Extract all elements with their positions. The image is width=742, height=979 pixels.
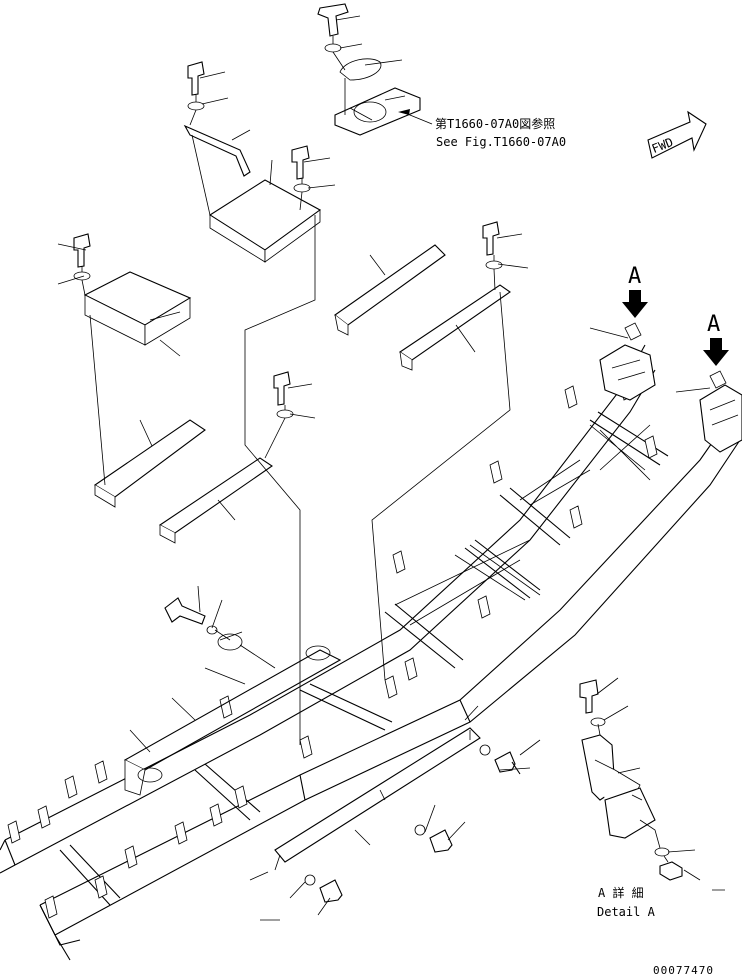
rail-cover-plate-lower [274, 727, 481, 863]
washer-c [73, 271, 91, 281]
view-marker-a-left: A [622, 264, 648, 318]
forward-arrow: FWD [647, 110, 707, 159]
rail-end-housing-left [599, 344, 656, 401]
reference-text-jp: 第T1660-07A0図参照 [435, 116, 555, 131]
rear-rail [4, 344, 656, 866]
detail-washer-bottom [654, 847, 670, 857]
view-marker-a-right: A [703, 312, 729, 366]
detail-nut [659, 861, 683, 881]
stay-upper-right-a [334, 244, 446, 326]
assembly-lines [81, 36, 511, 745]
washer-a [187, 101, 205, 111]
bracket-a [183, 124, 251, 177]
grommet [217, 633, 243, 651]
rail-brackets [7, 377, 658, 919]
stay-upper-right-b [399, 284, 511, 361]
washer-e [485, 260, 503, 270]
wing-bolt-mid [164, 597, 206, 625]
bolt-b [291, 145, 310, 180]
bolt-f [494, 751, 521, 775]
washer-g [414, 824, 426, 836]
detail-bolt [579, 679, 599, 714]
reference-text-en: See Fig.T1660-07A0 [436, 135, 566, 149]
bolt-h [319, 879, 343, 903]
svg-text:A: A [707, 312, 720, 337]
washer-b [293, 183, 311, 193]
detail-label-en: Detail A [597, 905, 656, 919]
detail-label-jp: A 詳 細 [598, 885, 644, 900]
bolt-a [187, 61, 205, 96]
bolt-g [429, 829, 453, 853]
bolt-e [482, 221, 500, 256]
figure-reference: 第T1660-07A0図参照 See Fig.T1660-07A0 [398, 109, 566, 149]
cross-bracing [394, 424, 651, 626]
svg-text:A: A [628, 264, 641, 289]
stay-mid [158, 457, 273, 534]
detail-a: A 詳 細 Detail A [579, 677, 725, 919]
washer-h [304, 874, 316, 886]
stay-left [93, 419, 206, 498]
exploded-parts [73, 3, 521, 903]
leader-lines [57, 15, 711, 921]
wing-bolt-top [317, 3, 349, 37]
drawing-number: 00077470 [653, 964, 714, 977]
bolt-d [273, 371, 291, 406]
washer-mid [206, 625, 218, 635]
washer-f [479, 744, 491, 756]
cross-members [59, 411, 669, 906]
cap-top [339, 58, 382, 81]
top-plate [334, 87, 421, 136]
washer-top [324, 43, 342, 53]
bolt-c [73, 233, 91, 268]
front-rail [39, 409, 741, 936]
main-frame [0, 322, 742, 961]
rail-end-housing-right [699, 384, 742, 453]
detail-plate [604, 787, 656, 839]
